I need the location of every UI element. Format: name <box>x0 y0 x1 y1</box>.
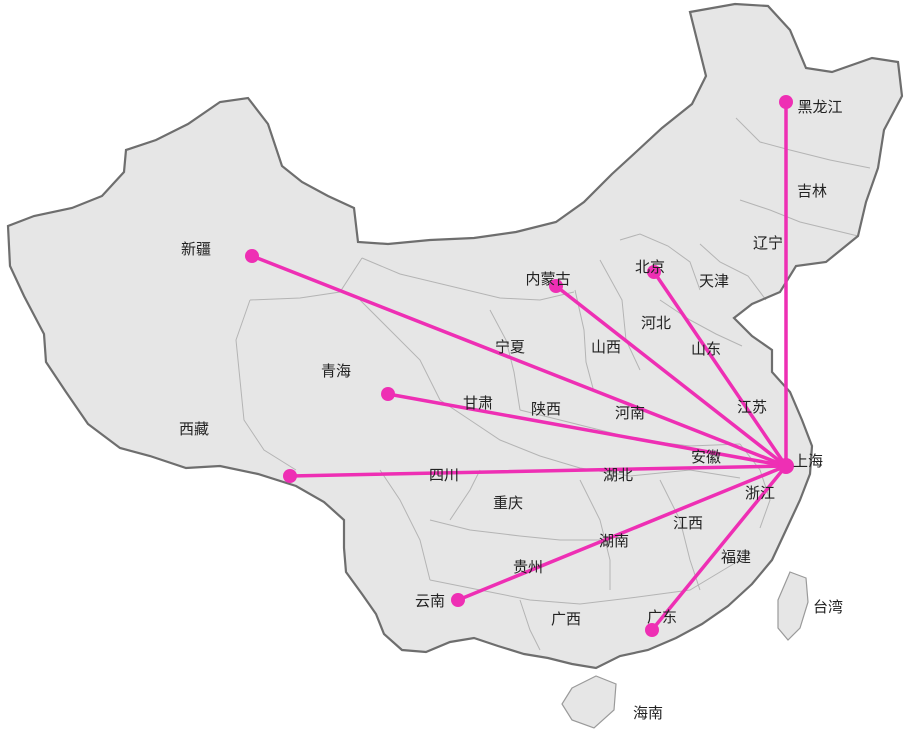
routes-layer <box>245 95 794 637</box>
province-label-henan: 河南 <box>615 404 645 422</box>
province-label-fujian: 福建 <box>721 548 751 566</box>
province-label-anhui: 安徽 <box>691 448 721 466</box>
province-label-guangxi: 广西 <box>551 610 581 628</box>
province-label-liaoning: 辽宁 <box>753 234 783 252</box>
route-line-6 <box>456 464 788 602</box>
province-label-zhejiang: 浙江 <box>745 484 775 502</box>
hub-dot[interactable] <box>778 458 794 474</box>
route-endpoint-dot-1[interactable] <box>647 265 661 279</box>
province-label-yunnan: 云南 <box>415 592 445 610</box>
province-label-hubei: 湖北 <box>603 466 633 484</box>
route-endpoint-dot-2[interactable] <box>549 279 563 293</box>
province-label-chongqing: 重庆 <box>493 494 523 512</box>
province-label-shanghai: 上海 <box>793 452 823 470</box>
route-line-3 <box>250 254 788 468</box>
hainan-shape <box>561 675 617 729</box>
province-label-xizang: 西藏 <box>179 420 209 438</box>
route-line-4 <box>386 392 788 468</box>
province-label-shandong: 山东 <box>691 340 721 358</box>
mainland-outline <box>6 2 904 670</box>
route-endpoint-dot-5[interactable] <box>283 469 297 483</box>
province-label-jiangsu: 江苏 <box>737 398 767 416</box>
province-label-qinghai: 青海 <box>321 362 351 380</box>
province-label-neimenggu: 内蒙古 <box>525 270 570 288</box>
route-line-2 <box>554 284 788 468</box>
province-label-jilin: 吉林 <box>797 182 827 200</box>
province-label-gansu: 甘肃 <box>463 394 493 412</box>
province-label-ningxia: 宁夏 <box>495 338 525 356</box>
route-endpoint-dot-3[interactable] <box>245 249 259 263</box>
province-label-jiangxi: 江西 <box>673 514 703 532</box>
province-label-tianjin: 天津 <box>699 272 729 290</box>
route-endpoint-dot-4[interactable] <box>381 387 395 401</box>
province-label-hunan: 湖南 <box>599 532 629 550</box>
route-endpoint-dot-0[interactable] <box>779 95 793 109</box>
taiwan-shape <box>777 571 809 641</box>
route-line-7 <box>650 464 788 632</box>
province-label-sichuan: 四川 <box>429 466 459 484</box>
province-label-guangdong: 广东 <box>647 608 677 626</box>
route-endpoint-dot-6[interactable] <box>451 593 465 607</box>
province-label-xinjiang: 新疆 <box>181 240 211 258</box>
province-label-hebei: 河北 <box>641 314 671 332</box>
province-label-shanxi: 山西 <box>591 338 621 356</box>
province-label-hainan: 海南 <box>633 704 663 722</box>
route-line-1 <box>652 270 788 468</box>
province-label-heilongjiang: 黑龙江 <box>797 98 842 116</box>
province-label-shaanxi: 陕西 <box>531 400 561 418</box>
province-label-taiwan: 台湾 <box>813 598 843 616</box>
route-endpoint-dot-7[interactable] <box>645 623 659 637</box>
province-label-beijing: 北京 <box>635 258 665 276</box>
route-line-5 <box>288 464 788 478</box>
province-label-guizhou: 贵州 <box>513 558 543 576</box>
